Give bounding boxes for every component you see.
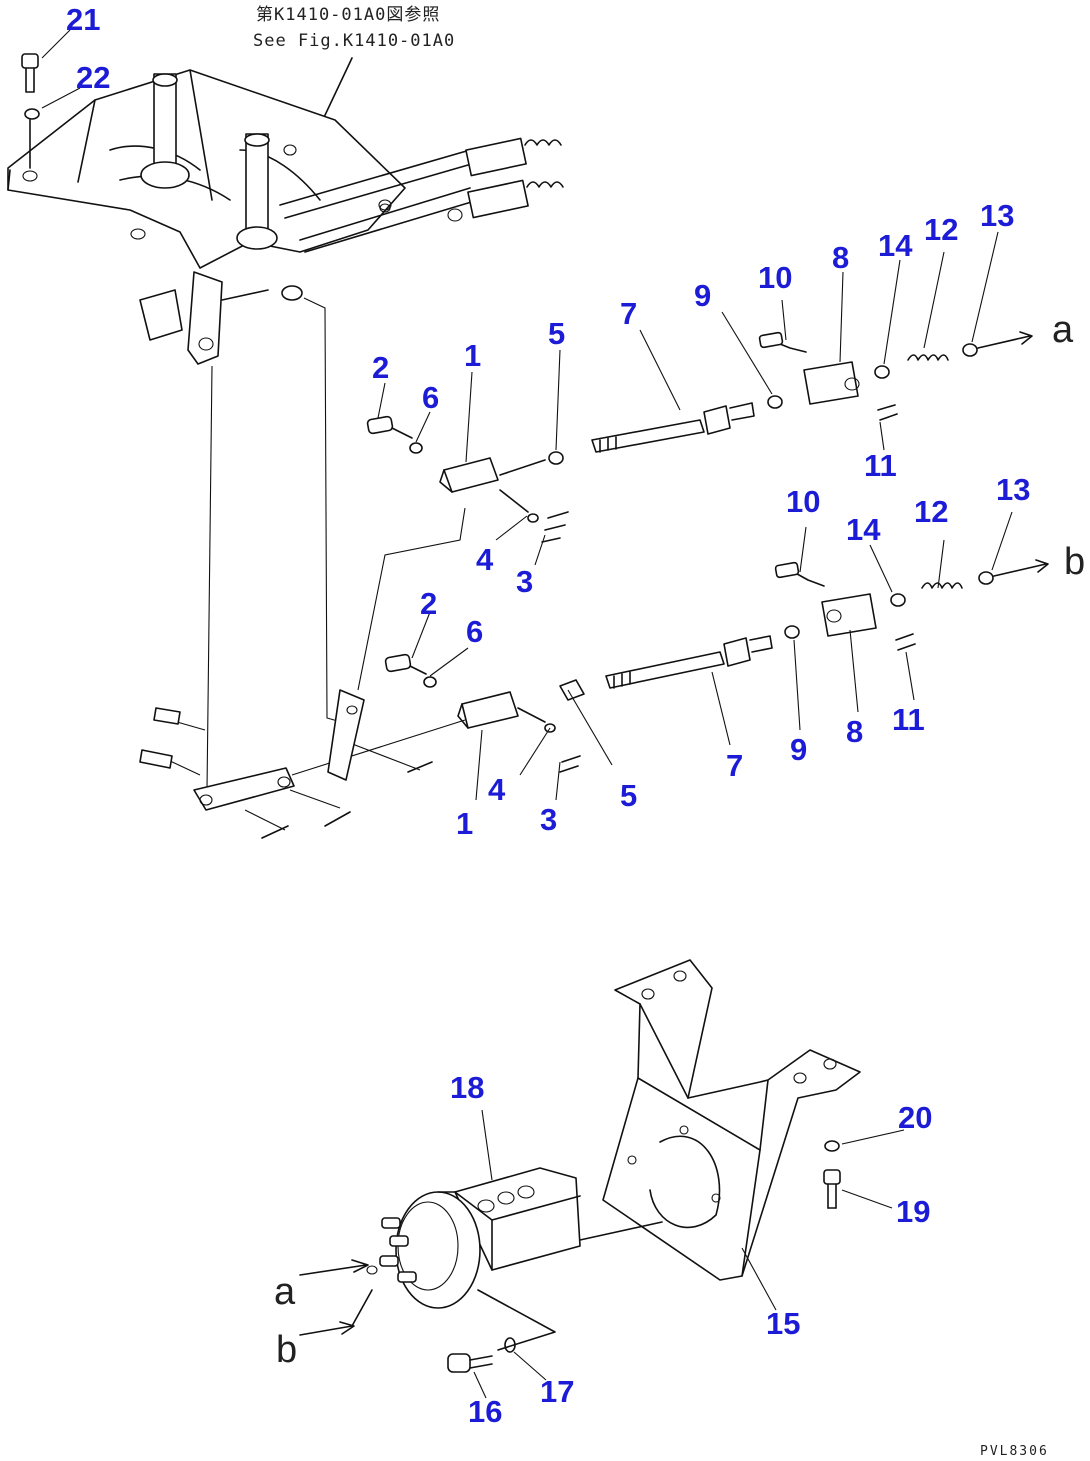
callout-3-lower: 3 xyxy=(540,802,557,837)
callout-7-upper: 7 xyxy=(620,296,637,331)
callout-13-upper: 13 xyxy=(980,198,1014,233)
callout-18: 18 xyxy=(450,1070,484,1105)
callout-19: 19 xyxy=(896,1194,930,1229)
upper-rod-assembly xyxy=(366,331,1033,543)
callout-2-lower: 2 xyxy=(420,586,437,621)
bolt-and-washer-21-22 xyxy=(21,53,40,169)
callout-1-upper: 1 xyxy=(464,338,481,373)
callout-3-upper: 3 xyxy=(516,564,533,599)
lower-rod-assembly xyxy=(384,559,1049,773)
callout-9-upper: 9 xyxy=(694,278,711,313)
flow-label-b-top: b xyxy=(1064,541,1085,583)
callout-10-lower: 10 xyxy=(786,484,820,519)
callout-14-upper: 14 xyxy=(878,228,913,263)
callout-12-upper: 12 xyxy=(924,212,958,247)
callout-5-lower: 5 xyxy=(620,778,637,813)
flow-labels: a b a b xyxy=(274,309,1085,1371)
callout-11-lower: 11 xyxy=(892,702,925,737)
control-lever-base xyxy=(7,69,564,365)
callout-21: 21 xyxy=(66,2,100,37)
callout-8-upper: 8 xyxy=(832,240,849,275)
callout-6-lower: 6 xyxy=(466,614,483,649)
callout-11-upper: 11 xyxy=(864,448,897,483)
callout-15: 15 xyxy=(766,1306,800,1341)
flow-label-a-top: a xyxy=(1052,309,1074,351)
callout-4-lower: 4 xyxy=(488,772,506,807)
callout-4-upper: 4 xyxy=(476,542,494,577)
reference-note-cn: 第K1410-01A0図参照 xyxy=(256,5,440,25)
callout-1-lower: 1 xyxy=(456,806,473,841)
callout-7-lower: 7 xyxy=(726,748,743,783)
linkage-lines xyxy=(167,297,466,831)
callout-20: 20 xyxy=(898,1100,932,1135)
callout-12-lower: 12 xyxy=(914,494,948,529)
callout-5-upper: 5 xyxy=(548,316,565,351)
reference-note-en: See Fig.K1410-01A0 xyxy=(253,31,455,51)
callout-2-upper: 2 xyxy=(372,350,389,385)
callout-9-lower: 9 xyxy=(790,732,807,767)
callout-22: 22 xyxy=(76,60,110,95)
callouts: 21 22 2 6 1 5 4 3 7 9 10 8 14 12 13 11 2… xyxy=(66,2,1030,1429)
drawing-code: PVL8306 xyxy=(980,1444,1049,1459)
callout-14-lower: 14 xyxy=(846,512,881,547)
bracket-and-pilot-valve xyxy=(299,959,861,1373)
flow-label-b-bottom: b xyxy=(276,1329,297,1371)
callout-8-lower: 8 xyxy=(846,714,863,749)
flow-label-a-bottom: a xyxy=(274,1271,296,1313)
callout-13-lower: 13 xyxy=(996,472,1030,507)
callout-17: 17 xyxy=(540,1374,574,1409)
callout-6-upper: 6 xyxy=(422,380,439,415)
leader-lines xyxy=(41,29,1013,1399)
callout-10-upper: 10 xyxy=(758,260,792,295)
lower-linkage xyxy=(139,689,433,839)
callout-16: 16 xyxy=(468,1394,502,1429)
